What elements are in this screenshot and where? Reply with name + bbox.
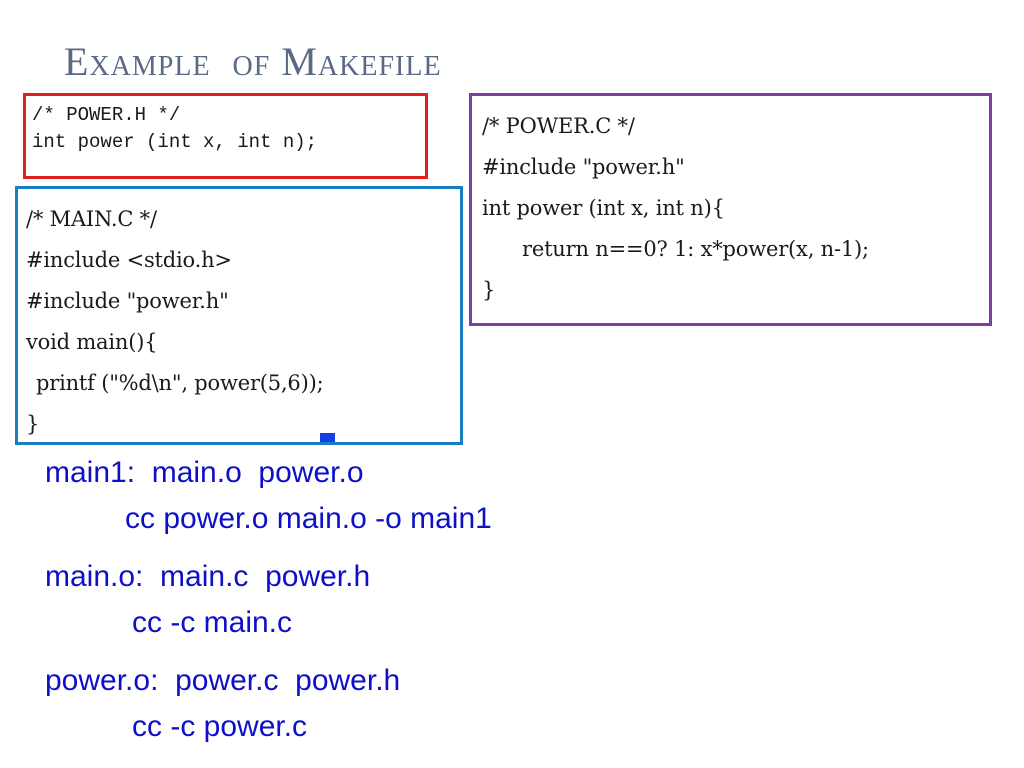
- rule-target: main.o: main.c power.h: [45, 560, 371, 593]
- rule-target: main1: main.o power.o: [45, 456, 364, 489]
- rule-command: cc -c main.c: [132, 606, 293, 639]
- code-line: int power (int x, int n){: [482, 196, 725, 220]
- code-line: /* POWER.H */: [32, 104, 181, 126]
- power-h-code-box: /* POWER.H */ int power (int x, int n);: [23, 93, 428, 179]
- code-line: /* MAIN.C */: [26, 207, 157, 231]
- makefile-rule: main.o: main.c power.h cc -c main.c: [45, 554, 492, 646]
- code-line: int power (int x, int n);: [32, 131, 318, 153]
- code-line: printf ("%d\n", power(5,6));: [36, 371, 324, 395]
- makefile-rules: main1: main.o power.o cc power.o main.o …: [45, 450, 492, 762]
- cursor-marker: [320, 433, 335, 442]
- code-line: }: [482, 278, 496, 302]
- makefile-rule: main1: main.o power.o cc power.o main.o …: [45, 450, 492, 542]
- slide-title: Example of Makefile: [64, 39, 442, 84]
- code-line: /* POWER.C */: [482, 114, 635, 138]
- makefile-rule: power.o: power.c power.h cc -c power.c: [45, 658, 492, 750]
- code-line: #include "power.h": [482, 155, 685, 179]
- rule-target: power.o: power.c power.h: [45, 664, 401, 697]
- code-line: return n==0? 1: x*power(x, n-1);: [522, 237, 869, 261]
- main-c-code-box: /* MAIN.C */ #include <stdio.h> #include…: [15, 186, 463, 445]
- rule-command: cc -c power.c: [132, 710, 308, 743]
- code-line: }: [26, 412, 40, 436]
- rule-command: cc power.o main.o -o main1: [125, 502, 492, 535]
- code-line: void main(){: [26, 330, 158, 354]
- code-line: #include <stdio.h>: [26, 248, 232, 272]
- power-c-code-box: /* POWER.C */ #include "power.h" int pow…: [469, 93, 992, 326]
- code-line: #include "power.h": [26, 289, 229, 313]
